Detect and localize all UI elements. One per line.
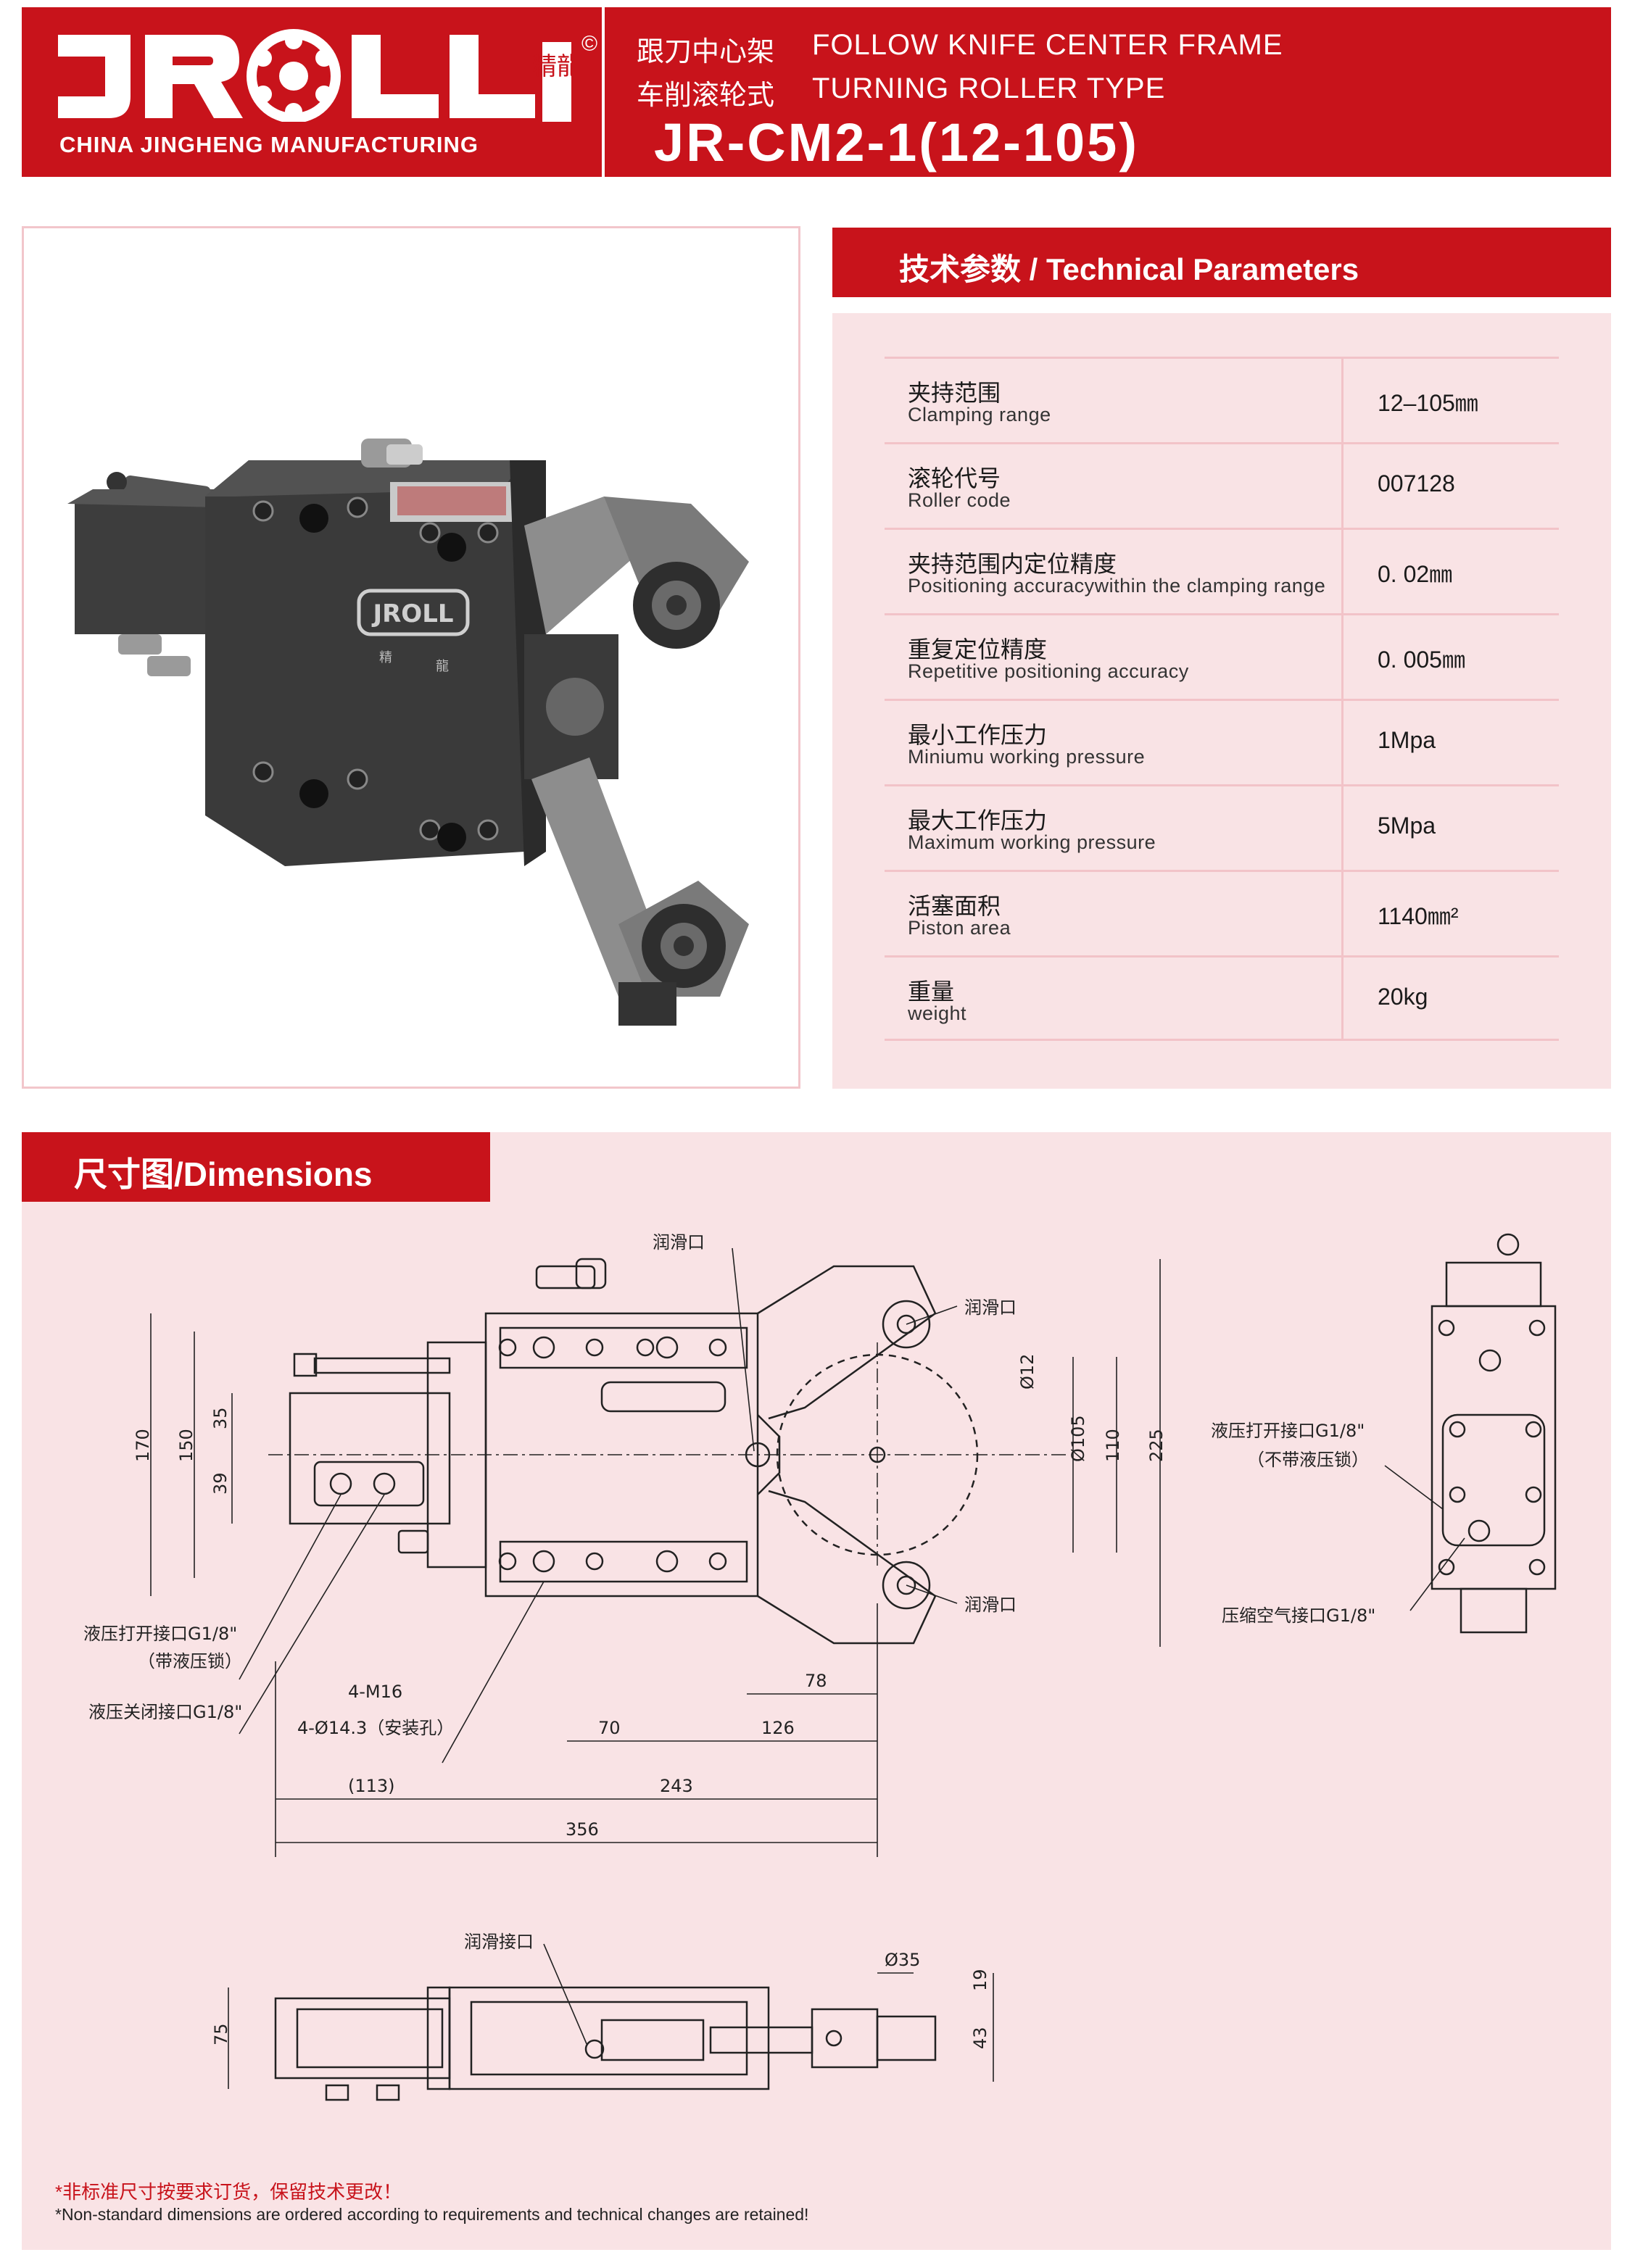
dimensions-header: 尺寸图/Dimensions <box>22 1132 490 1202</box>
dim-113: (113) <box>348 1776 395 1796</box>
model-number: JR-CM2-1(12-105) <box>654 112 1139 173</box>
param-row-positioning-accuracy: 夹持范围内定位精度 Positioning accuracywithin the… <box>885 528 1559 613</box>
dim-75: 75 <box>211 2023 231 2045</box>
label-side-hyd-open: 液压打开接口G1/8" <box>1211 1421 1365 1441</box>
label-mount-holes: 4-Ø14.3（安装孔） <box>297 1718 454 1738</box>
label-lube-top: 润滑口 <box>653 1232 705 1253</box>
param-value: 12–105㎜ <box>1378 390 1478 416</box>
note-cn: *非标准尺寸按要求订货，保留技术更改！ <box>55 2181 402 2203</box>
label-bottom-lube: 润滑接口 <box>464 1932 534 1952</box>
param-value: 1Mpa <box>1378 727 1436 753</box>
param-value: 0. 02㎜ <box>1378 561 1453 587</box>
param-label-cn: 最大工作压力 <box>908 807 1048 834</box>
param-label-cn: 重复定位精度 <box>908 636 1048 662</box>
param-label-en: Maximum working pressure <box>908 831 1156 853</box>
cn-title-line1: 跟刀中心架 <box>637 37 775 67</box>
param-row-min-pressure: 最小工作压力 Miniumu working pressure 1Mpa <box>885 699 1559 784</box>
dim-39: 39 <box>210 1472 231 1495</box>
tech-params-header: 技术参数 / Technical Parameters <box>832 228 1611 297</box>
svg-text:JROLL: JROLL <box>371 599 453 628</box>
param-label-en: Roller code <box>908 489 1011 511</box>
param-value: 0. 005㎜ <box>1378 647 1465 673</box>
param-label-cn: 夹持范围内定位精度 <box>908 551 1117 577</box>
en-title-line1: FOLLOW KNIFE CENTER FRAME <box>812 29 1283 61</box>
label-lube-right-bottom: 润滑口 <box>964 1595 1017 1615</box>
tech-params-table: 夹持范围 Clamping range 12–105㎜ 滚轮代号 Roller … <box>885 357 1559 1041</box>
brand-block: 精龍 CHINA JINGHENG MANUFACTURING © <box>22 7 602 177</box>
label-side-hyd-open-note: （不带液压锁） <box>1247 1450 1369 1470</box>
param-label-cn: 活塞面积 <box>908 893 1001 919</box>
dim-35: 35 <box>210 1407 231 1429</box>
label-lube-right-top: 润滑口 <box>964 1297 1017 1318</box>
dimensions-title: 尺寸图/Dimensions <box>74 1155 373 1193</box>
label-hyd-close: 液压关闭接口G1/8" <box>88 1702 242 1722</box>
param-row-weight: 重量 weight 20kg <box>885 955 1559 1041</box>
dim-phi35: Ø35 <box>885 1950 920 1970</box>
param-value: 5Mpa <box>1378 813 1436 839</box>
param-row-clamping-range: 夹持范围 Clamping range 12–105㎜ <box>885 357 1559 442</box>
dim-phi12: Ø12 <box>1017 1354 1038 1390</box>
param-value: 20kg <box>1378 984 1428 1010</box>
param-label-en: Miniumu working pressure <box>908 746 1146 768</box>
dim-126: 126 <box>761 1718 795 1738</box>
dim-170: 170 <box>133 1429 153 1462</box>
product-render: JROLL 精 龍 <box>67 439 749 1026</box>
param-label-cn: 滚轮代号 <box>908 465 1001 491</box>
jroll-logo: 精龍 <box>58 29 573 122</box>
product-photo-panel: JROLL 精 龍 <box>22 226 800 1089</box>
company-name: CHINA JINGHENG MANUFACTURING <box>59 132 479 157</box>
dim-356: 356 <box>566 1819 599 1840</box>
tech-params-panel: 夹持范围 Clamping range 12–105㎜ 滚轮代号 Roller … <box>832 313 1611 1089</box>
param-row-max-pressure: 最大工作压力 Maximum working pressure 5Mpa <box>885 784 1559 870</box>
param-label-en: weight <box>908 1002 967 1024</box>
note-en: *Non-standard dimensions are ordered acc… <box>55 2205 809 2224</box>
cn-title-line2: 车削滚轮式 <box>637 80 775 111</box>
param-row-roller-code: 滚轮代号 Roller code 007128 <box>885 442 1559 528</box>
dim-phi105: Ø105 <box>1068 1415 1088 1462</box>
dimensions-panel <box>22 1132 1611 2250</box>
svg-text:龍: 龍 <box>436 659 449 674</box>
label-hyd-open-note: （带液压锁） <box>138 1651 242 1671</box>
dim-110: 110 <box>1103 1429 1123 1462</box>
header-banner: 精龍 CHINA JINGHENG MANUFACTURING © 跟刀中心架 … <box>22 7 1611 177</box>
param-row-piston-area: 活塞面积 Piston area 1140㎜² <box>885 870 1559 955</box>
en-title-line2: TURNING ROLLER TYPE <box>812 72 1166 104</box>
dim-70: 70 <box>598 1718 621 1738</box>
copyright-mark: © <box>581 32 598 56</box>
dim-43: 43 <box>970 2027 990 2049</box>
param-label-en: Positioning accuracywithin the clamping … <box>908 575 1326 597</box>
param-value: 007128 <box>1378 470 1455 497</box>
label-m16: 4-M16 <box>348 1682 402 1702</box>
param-label-cn: 最小工作压力 <box>908 722 1048 748</box>
param-label-en: Repetitive positioning accuracy <box>908 660 1189 682</box>
param-label-cn: 夹持范围 <box>908 380 1001 406</box>
param-row-repetitive-accuracy: 重复定位精度 Repetitive positioning accuracy 0… <box>885 613 1559 699</box>
param-label-cn: 重量 <box>908 979 955 1005</box>
dim-225: 225 <box>1146 1429 1167 1462</box>
dim-150: 150 <box>176 1429 196 1462</box>
svg-text:精: 精 <box>379 650 392 665</box>
dim-243: 243 <box>660 1776 693 1796</box>
param-label-en: Piston area <box>908 917 1011 939</box>
tech-params-title: 技术参数 / Technical Parameters <box>899 252 1359 286</box>
dim-19: 19 <box>970 1969 990 1991</box>
label-hyd-open: 液压打开接口G1/8" <box>83 1624 237 1644</box>
param-value: 1140㎜² <box>1378 903 1459 929</box>
label-side-air: 压缩空气接口G1/8" <box>1222 1606 1375 1626</box>
dim-78: 78 <box>805 1671 827 1691</box>
header-divider <box>602 7 605 177</box>
param-label-en: Clamping range <box>908 404 1051 425</box>
dimension-drawing: 润滑口 润滑口 润滑口 液压打开接口G1/8" （带液压锁） 液压关闭接口G1/… <box>83 1232 1557 2101</box>
svg-text:精龍: 精龍 <box>532 52 573 81</box>
